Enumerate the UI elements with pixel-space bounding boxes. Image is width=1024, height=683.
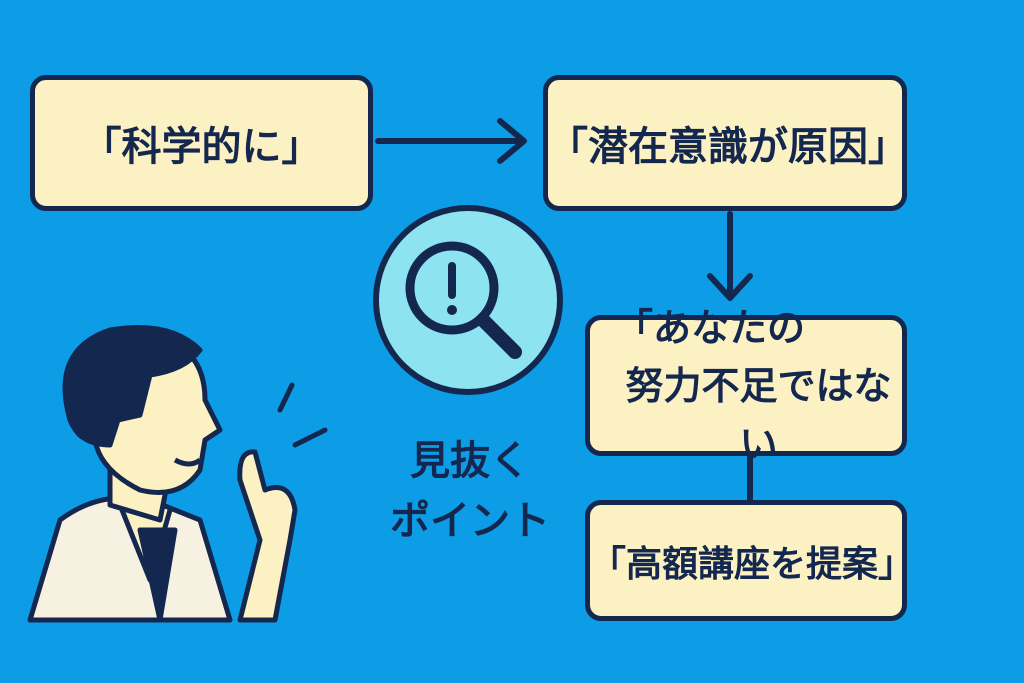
flow-step-1-label: 「科学的に」: [81, 124, 322, 170]
person-illustration: [27, 325, 328, 623]
arrow-right-connector: [375, 118, 527, 164]
flow-step-3-line1: 「あなたの: [615, 305, 806, 350]
flow-step-1: 「科学的に」: [30, 75, 373, 211]
flow-step-4-label: 「高額講座を提案」: [590, 543, 915, 585]
flow-step-2: 「潜在意識が原因」: [543, 75, 908, 211]
magnifier-exclamation-icon: [373, 205, 563, 395]
flow-step-3-line2: 努力不足ではない: [625, 363, 892, 466]
point-label-line2: ポイント: [390, 498, 550, 544]
point-label-line1: 見抜く: [410, 438, 530, 484]
arrow-down-connector: [707, 211, 753, 301]
flow-step-3: 「あなたの 努力不足ではない: [585, 306, 907, 466]
flow-step-4: 「高額講座を提案」: [585, 500, 915, 621]
flow-step-2-label: 「潜在意識が原因」: [548, 124, 908, 170]
